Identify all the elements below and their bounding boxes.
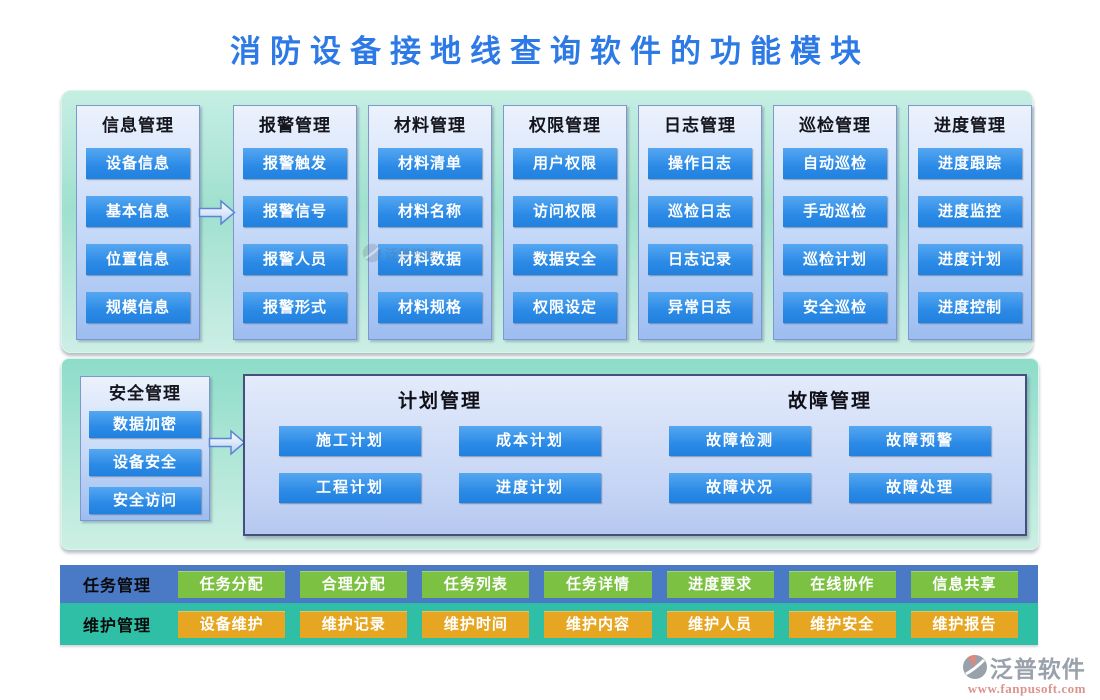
flow-arrow-right-icon bbox=[208, 429, 246, 456]
module-columns: 信息管理 设备信息 基本信息 位置信息 规模信息 报警管理 报警触发 报警信号 … bbox=[76, 105, 1032, 340]
module-item[interactable]: 报警人员 bbox=[243, 244, 347, 275]
module-item[interactable]: 访问权限 bbox=[513, 196, 617, 227]
module-item[interactable]: 日志记录 bbox=[648, 244, 752, 275]
task-item[interactable]: 合理分配 bbox=[300, 570, 408, 598]
card-security-management: 安全管理 数据加密 设备安全 安全访问 bbox=[80, 376, 210, 521]
module-item[interactable]: 巡检计划 bbox=[783, 244, 887, 275]
page-title: 消防设备接地线查询软件的功能模块 bbox=[230, 34, 870, 69]
task-item[interactable]: 任务分配 bbox=[178, 570, 286, 598]
card-title: 安全管理 bbox=[109, 384, 181, 403]
module-item[interactable]: 用户权限 bbox=[513, 148, 617, 179]
task-item[interactable]: 信息共享 bbox=[910, 570, 1018, 598]
maintenance-item[interactable]: 维护人员 bbox=[666, 610, 774, 638]
module-item[interactable]: 基本信息 bbox=[86, 196, 190, 227]
card-log-management: 日志管理 操作日志 巡检日志 日志记录 异常日志 bbox=[638, 105, 762, 340]
module-item[interactable]: 报警触发 bbox=[243, 148, 347, 179]
module-item[interactable]: 进度计划 bbox=[918, 244, 1022, 275]
module-item[interactable]: 设备信息 bbox=[86, 148, 190, 179]
module-item[interactable]: 故障处理 bbox=[849, 473, 991, 503]
flow-arrow-right-icon bbox=[198, 199, 236, 226]
module-item[interactable]: 报警形式 bbox=[243, 292, 347, 323]
module-item[interactable]: 材料数据 bbox=[378, 244, 482, 275]
card-inspection-management: 巡检管理 自动巡检 手动巡检 巡检计划 安全巡检 bbox=[773, 105, 897, 340]
module-item[interactable]: 位置信息 bbox=[86, 244, 190, 275]
card-title: 巡检管理 bbox=[799, 116, 871, 135]
plan-fault-panel: 计划管理 施工计划 成本计划 工程计划 进度计划 故障管理 故障检测 故障预警 … bbox=[243, 374, 1027, 536]
task-item[interactable]: 任务详情 bbox=[544, 570, 652, 598]
task-management-row: 任务管理 任务分配 合理分配 任务列表 任务详情 进度要求 在线协作 信息共享 bbox=[60, 565, 1038, 603]
module-item[interactable]: 成本计划 bbox=[459, 426, 601, 456]
fanpu-logo: 泛普软件 www.fanpusoft.com bbox=[962, 650, 1086, 697]
module-item[interactable]: 材料规格 bbox=[378, 292, 482, 323]
module-item[interactable]: 操作日志 bbox=[648, 148, 752, 179]
card-permission-management: 权限管理 用户权限 访问权限 数据安全 权限设定 bbox=[503, 105, 627, 340]
module-item[interactable]: 故障预警 bbox=[849, 426, 991, 456]
section-plan-management: 计划管理 施工计划 成本计划 工程计划 进度计划 bbox=[245, 376, 635, 534]
lower-module-panel: 安全管理 数据加密 设备安全 安全访问 计划管理 施工计划 成本计划 工程计划 … bbox=[61, 358, 1039, 550]
module-item[interactable]: 手动巡检 bbox=[783, 196, 887, 227]
task-item[interactable]: 在线协作 bbox=[788, 570, 896, 598]
module-item[interactable]: 安全访问 bbox=[89, 487, 201, 514]
row-label-task: 任务管理 bbox=[82, 578, 151, 595]
module-item[interactable]: 规模信息 bbox=[86, 292, 190, 323]
section-title: 计划管理 bbox=[397, 391, 482, 412]
maintenance-management-row: 维护管理 设备维护 维护记录 维护时间 维护内容 维护人员 维护安全 维护报告 bbox=[60, 603, 1038, 645]
module-item[interactable]: 巡检日志 bbox=[648, 196, 752, 227]
module-item[interactable]: 异常日志 bbox=[648, 292, 752, 323]
module-item[interactable]: 报警信号 bbox=[243, 196, 347, 227]
card-info-management: 信息管理 设备信息 基本信息 位置信息 规模信息 bbox=[76, 105, 200, 340]
card-title: 信息管理 bbox=[102, 116, 174, 135]
module-item[interactable]: 故障检测 bbox=[669, 426, 811, 456]
card-material-management: 材料管理 材料清单 材料名称 材料数据 材料规格 bbox=[368, 105, 492, 340]
module-item[interactable]: 进度跟踪 bbox=[918, 148, 1022, 179]
card-title: 权限管理 bbox=[529, 116, 601, 135]
card-title: 进度管理 bbox=[934, 116, 1006, 135]
module-item[interactable]: 施工计划 bbox=[279, 426, 421, 456]
maintenance-item[interactable]: 维护安全 bbox=[788, 610, 896, 638]
card-title: 日志管理 bbox=[664, 116, 736, 135]
module-item[interactable]: 数据安全 bbox=[513, 244, 617, 275]
module-item[interactable]: 设备安全 bbox=[89, 449, 201, 476]
task-item[interactable]: 进度要求 bbox=[666, 570, 774, 598]
module-item[interactable]: 自动巡检 bbox=[783, 148, 887, 179]
module-item[interactable]: 工程计划 bbox=[279, 473, 421, 503]
card-title: 报警管理 bbox=[259, 116, 331, 135]
fanpu-logo-icon bbox=[962, 654, 987, 679]
module-item[interactable]: 进度监控 bbox=[918, 196, 1022, 227]
task-item[interactable]: 任务列表 bbox=[422, 570, 530, 598]
row-label-maintenance: 维护管理 bbox=[82, 618, 151, 635]
card-title: 材料管理 bbox=[394, 116, 466, 135]
section-title: 故障管理 bbox=[787, 391, 872, 412]
module-item[interactable]: 进度计划 bbox=[459, 473, 601, 503]
brand-name: 泛普软件 bbox=[989, 656, 1086, 682]
module-item[interactable]: 安全巡检 bbox=[783, 292, 887, 323]
module-item[interactable]: 进度控制 bbox=[918, 292, 1022, 323]
module-item[interactable]: 材料清单 bbox=[378, 148, 482, 179]
module-item[interactable]: 材料名称 bbox=[378, 196, 482, 227]
maintenance-item[interactable]: 维护时间 bbox=[422, 610, 530, 638]
maintenance-item[interactable]: 设备维护 bbox=[178, 610, 286, 638]
section-fault-management: 故障管理 故障检测 故障预警 故障状况 故障处理 bbox=[635, 376, 1025, 534]
maintenance-item[interactable]: 维护内容 bbox=[544, 610, 652, 638]
maintenance-item[interactable]: 维护记录 bbox=[300, 610, 408, 638]
module-item[interactable]: 数据加密 bbox=[89, 411, 201, 438]
card-progress-management: 进度管理 进度跟踪 进度监控 进度计划 进度控制 bbox=[908, 105, 1032, 340]
maintenance-item[interactable]: 维护报告 bbox=[910, 610, 1018, 638]
brand-url: www.fanpusoft.com bbox=[967, 681, 1086, 696]
card-alarm-management: 报警管理 报警触发 报警信号 报警人员 报警形式 bbox=[233, 105, 357, 340]
module-item[interactable]: 权限设定 bbox=[513, 292, 617, 323]
top-module-panel: 信息管理 设备信息 基本信息 位置信息 规模信息 报警管理 报警触发 报警信号 … bbox=[61, 90, 1033, 353]
module-item[interactable]: 故障状况 bbox=[669, 473, 811, 503]
